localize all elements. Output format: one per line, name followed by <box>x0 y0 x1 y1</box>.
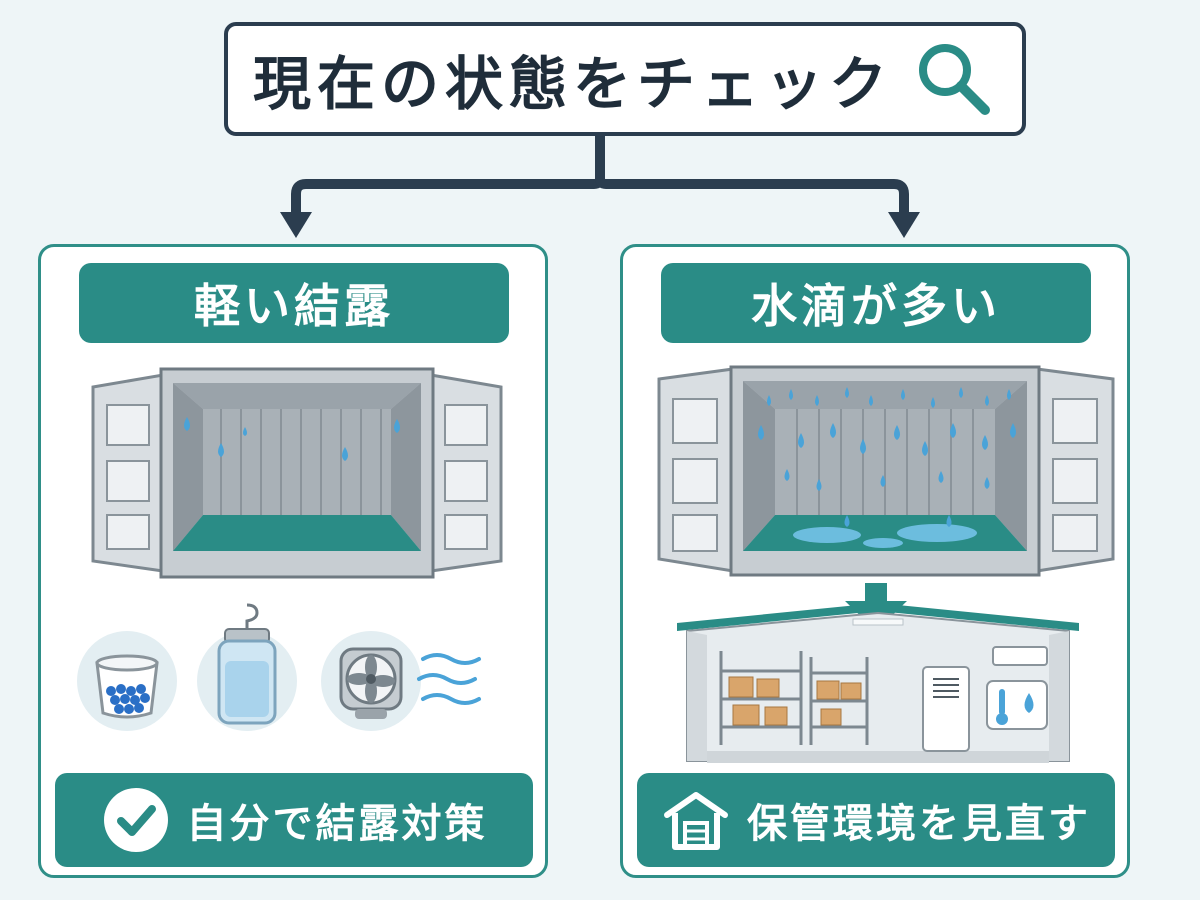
action-review-storage: 保管環境を見直す <box>637 773 1115 867</box>
action-self-care: 自分で結露対策 <box>55 773 533 867</box>
electric-fan-icon <box>321 631 481 731</box>
panel-heavy-condensation: 水滴が多い <box>620 244 1130 878</box>
action-review-storage-label: 保管環境を見直す <box>747 801 1091 847</box>
hanging-dehumidifier-icon <box>197 603 297 731</box>
check-circle-icon <box>103 788 168 852</box>
branch-connector <box>280 136 920 238</box>
panel-header-light: 軽い結露 <box>79 263 509 343</box>
desiccant-cup-icon <box>77 631 177 731</box>
title-text: 現在の状態をチェック <box>252 50 893 118</box>
warehouse-icon <box>664 792 728 850</box>
title-box: 現在の状態をチェック <box>224 22 1026 136</box>
action-self-care-label: 自分で結露対策 <box>186 801 488 847</box>
storage-warehouse-illustration <box>677 603 1079 763</box>
container-heavy-condensation-illustration <box>657 365 1115 577</box>
panel-header-heavy: 水滴が多い <box>661 263 1091 343</box>
magnifier-icon <box>919 44 990 115</box>
panel-light-condensation: 軽い結露 <box>38 244 548 878</box>
container-light-condensation-illustration <box>91 367 503 579</box>
